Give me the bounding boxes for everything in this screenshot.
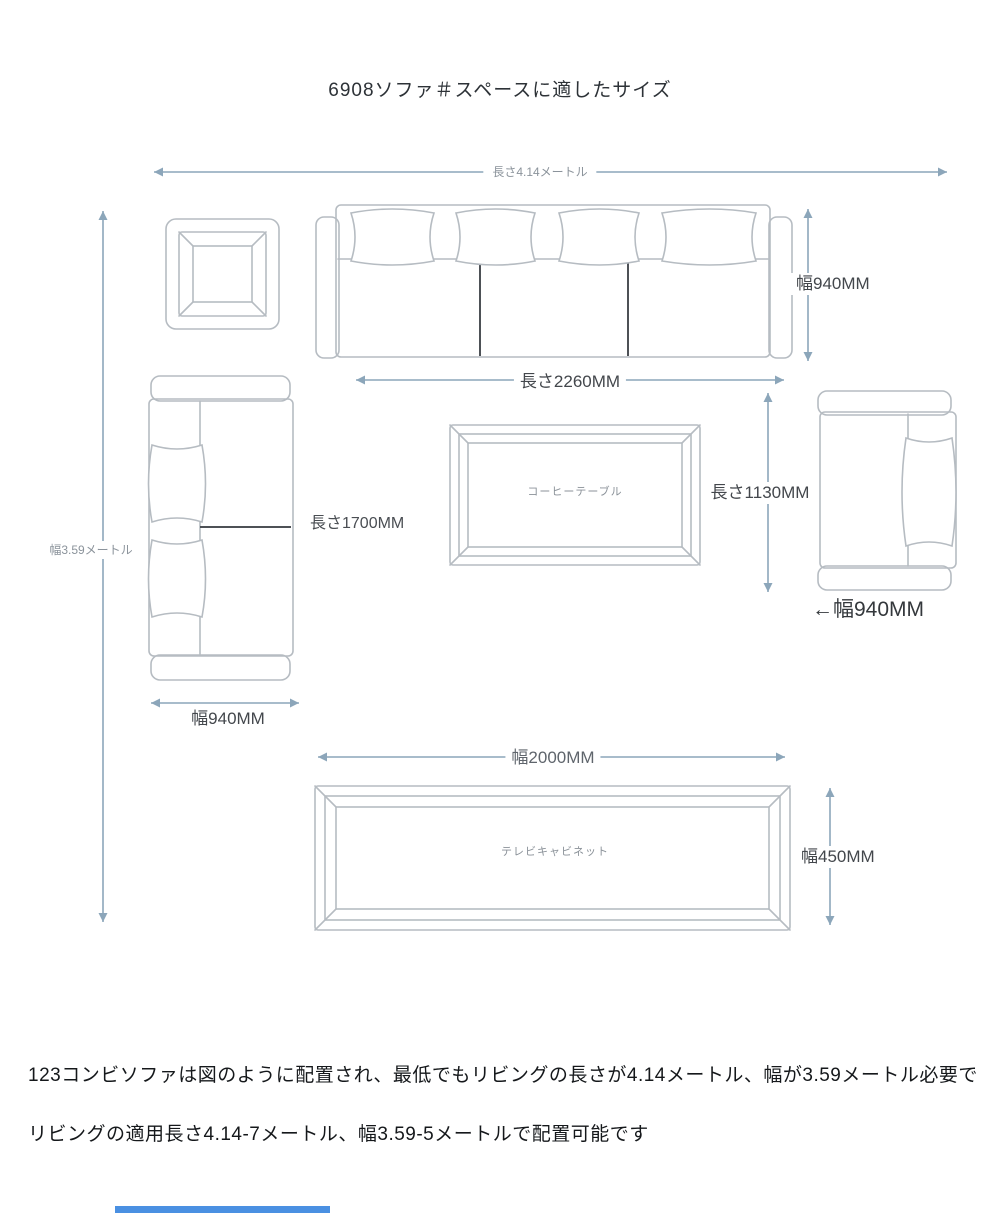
dimension-room-width: 幅3.59メートル bbox=[40, 541, 142, 560]
note-line-2: リビングの適用長さ4.14-7メートル、幅3.59-5メートルで配置可能です bbox=[28, 1124, 649, 1145]
dimension-sofa3-length: 長さ2260MM bbox=[513, 371, 627, 394]
page-title: 6908ソファ＃スペースに適したサイズ bbox=[328, 80, 672, 101]
single-chair bbox=[817, 390, 957, 591]
tv-cabinet bbox=[314, 785, 791, 931]
blue-accent-bar bbox=[115, 1206, 330, 1213]
dimension-tv-length: 幅2000MM bbox=[505, 747, 601, 770]
note-line-1: 123コンビソファは図のように配置され、最低でもリビングの長さが4.14メートル… bbox=[28, 1065, 978, 1086]
coffee-table bbox=[449, 424, 701, 566]
dimension-sofa2-width: 幅940MM bbox=[191, 709, 265, 728]
dimension-tv-depth: 幅450MM bbox=[795, 846, 881, 869]
tv-cabinet-label: テレビキャビネット bbox=[501, 846, 609, 858]
dimension-sofa2-length: 長さ1700MM bbox=[306, 513, 409, 535]
three-seat-sofa bbox=[315, 204, 793, 359]
dimension-chair-length: 長さ1130MM bbox=[704, 482, 816, 505]
dimension-room-length: 長さ4.14メートル bbox=[483, 163, 597, 182]
sofa-pillows bbox=[147, 443, 207, 619]
sofa-pillows bbox=[349, 208, 758, 266]
chair-pillow bbox=[901, 436, 957, 548]
side-table bbox=[165, 218, 280, 330]
coffee-table-label: コーヒーテーブル bbox=[527, 486, 623, 498]
two-seat-sofa bbox=[147, 375, 294, 681]
dimension-sofa3-depth: 幅940MM bbox=[790, 273, 876, 296]
dimension-chair-width: ←幅940MM bbox=[812, 598, 925, 621]
